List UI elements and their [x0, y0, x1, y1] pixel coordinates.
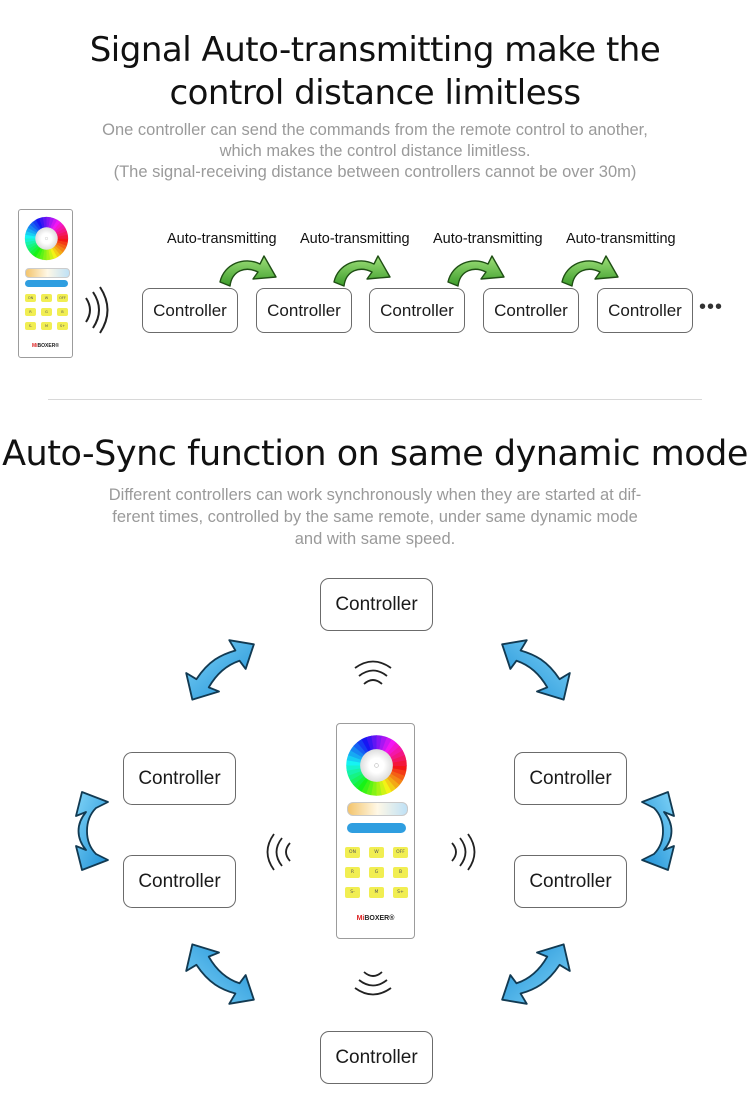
section1-title-line2: control distance limitless	[169, 73, 581, 113]
signal-waves-icon	[85, 286, 109, 334]
green-curved-arrow-icon	[332, 250, 392, 290]
section2-desc-line1: Different controllers can work synchrono…	[108, 486, 642, 504]
chain-controller-1: Controller	[142, 288, 238, 333]
green-curved-arrow-icon	[560, 250, 620, 290]
blue-double-arrow-icon	[178, 930, 260, 1012]
chain-controller-4: Controller	[483, 288, 579, 333]
color-wheel-icon	[24, 216, 69, 261]
sync-controller-bottom: Controller	[320, 1031, 433, 1084]
sync-controller-left-lower: Controller	[123, 855, 236, 908]
remote-button[interactable]: S+	[57, 322, 68, 330]
brightness-slider	[25, 280, 68, 287]
signal-waves-icon	[266, 833, 291, 871]
sync-controller-left-upper: Controller	[123, 752, 236, 805]
blue-double-arrow-icon	[496, 632, 578, 714]
remote-button[interactable]: B	[393, 867, 408, 878]
remote-button[interactable]: ON	[345, 847, 360, 858]
brand-logo: MiBOXER®	[31, 343, 60, 349]
brand-logo: MiBOXER®	[356, 915, 395, 922]
sync-controller-top: Controller	[320, 578, 433, 631]
remote-button[interactable]: B	[57, 308, 68, 316]
auto-transmit-label-4: Auto-transmitting	[566, 231, 676, 247]
brightness-slider	[347, 823, 406, 833]
remote-button[interactable]: S-	[25, 322, 36, 330]
color-wheel-icon	[346, 735, 407, 796]
blue-double-arrow-icon	[75, 791, 109, 871]
remote-button[interactable]: M	[369, 887, 384, 898]
section1-desc-line3: (The signal-receiving distance between c…	[113, 163, 637, 181]
remote-button[interactable]: R	[25, 308, 36, 316]
blue-double-arrow-icon	[641, 791, 675, 871]
cct-slider	[347, 802, 408, 816]
remote-button[interactable]: G	[41, 308, 52, 316]
section2-desc-line2: ferent times, controlled by the same rem…	[112, 508, 638, 526]
green-curved-arrow-icon	[218, 250, 278, 290]
section1-desc-line1: One controller can send the commands fro…	[102, 121, 648, 139]
signal-waves-icon	[354, 971, 392, 996]
section-divider	[48, 399, 702, 400]
remote-button[interactable]: ON	[25, 294, 36, 302]
chain-controller-3: Controller	[369, 288, 465, 333]
blue-double-arrow-icon	[178, 632, 260, 714]
sync-controller-right-lower: Controller	[514, 855, 627, 908]
remote-button[interactable]: G	[369, 867, 384, 878]
blue-double-arrow-icon	[496, 930, 578, 1012]
more-dots: •••	[699, 296, 724, 318]
signal-waves-icon	[451, 833, 476, 871]
auto-transmit-label-1: Auto-transmitting	[167, 231, 277, 247]
auto-transmit-label-2: Auto-transmitting	[300, 231, 410, 247]
section2-desc-line3: and with same speed.	[294, 530, 456, 548]
signal-waves-icon	[354, 660, 392, 685]
remote-button[interactable]: S-	[345, 887, 360, 898]
chain-controller-5: Controller	[597, 288, 693, 333]
auto-transmit-label-3: Auto-transmitting	[433, 231, 543, 247]
section1-desc-line2: which makes the control distance limitle…	[219, 142, 531, 160]
cct-slider	[25, 268, 70, 278]
remote-button[interactable]: R	[345, 867, 360, 878]
remote-button[interactable]: M	[41, 322, 52, 330]
chain-controller-2: Controller	[256, 288, 352, 333]
remote-button[interactable]: OFF	[393, 847, 408, 858]
green-curved-arrow-icon	[446, 250, 506, 290]
remote-button[interactable]: W	[41, 294, 52, 302]
remote-button[interactable]: OFF	[57, 294, 68, 302]
section2-title: Auto-Sync function on same dynamic mode	[2, 434, 748, 474]
remote-button[interactable]: S+	[393, 887, 408, 898]
section1-title-line1: Signal Auto-transmitting make the	[89, 30, 661, 70]
remote-button[interactable]: W	[369, 847, 384, 858]
sync-controller-right-upper: Controller	[514, 752, 627, 805]
